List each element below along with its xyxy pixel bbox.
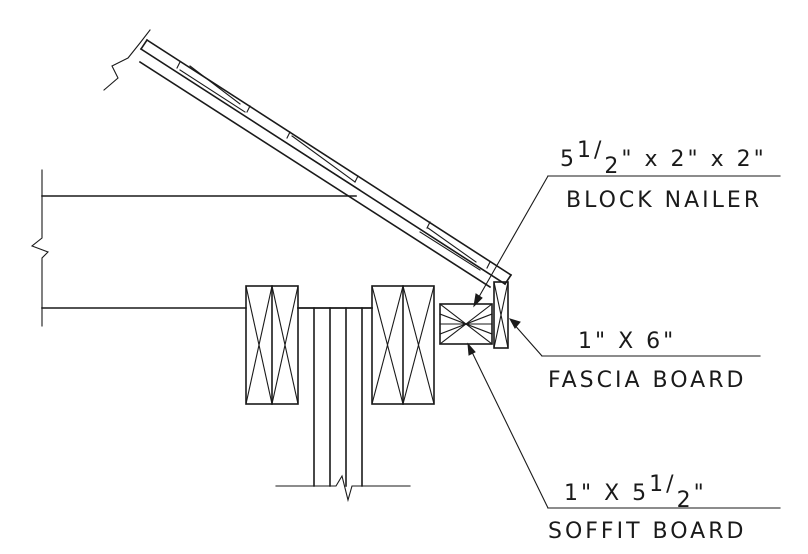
block-nailer-label: BLOCK NAILER bbox=[566, 188, 762, 213]
fascia-size: 1" X 6" bbox=[578, 329, 676, 354]
soffit-size: 1" X 51/2" bbox=[564, 472, 707, 513]
block-nailer-size: 51/2" x 2" x 2" bbox=[560, 138, 767, 179]
leader-block-nailer bbox=[473, 175, 781, 308]
top-plate-left bbox=[245, 285, 299, 405]
fascia-label: FASCIA BOARD bbox=[548, 368, 746, 393]
callout-block-nailer: 51/2" x 2" x 2" BLOCK NAILER bbox=[560, 138, 767, 213]
callout-soffit: 1" X 51/2" SOFFIT BOARD bbox=[548, 472, 746, 544]
wall-studs bbox=[275, 307, 411, 503]
roof-rafter bbox=[103, 29, 513, 289]
fascia-board bbox=[493, 281, 509, 349]
top-plate-right bbox=[371, 285, 435, 405]
callout-fascia: 1" X 6" FASCIA BOARD bbox=[548, 329, 746, 393]
block-nailer bbox=[439, 303, 493, 345]
ceiling-joist bbox=[30, 169, 373, 327]
soffit-label: SOFFIT BOARD bbox=[548, 519, 746, 544]
leader-soffit bbox=[467, 342, 781, 509]
leader-fascia bbox=[508, 318, 761, 357]
